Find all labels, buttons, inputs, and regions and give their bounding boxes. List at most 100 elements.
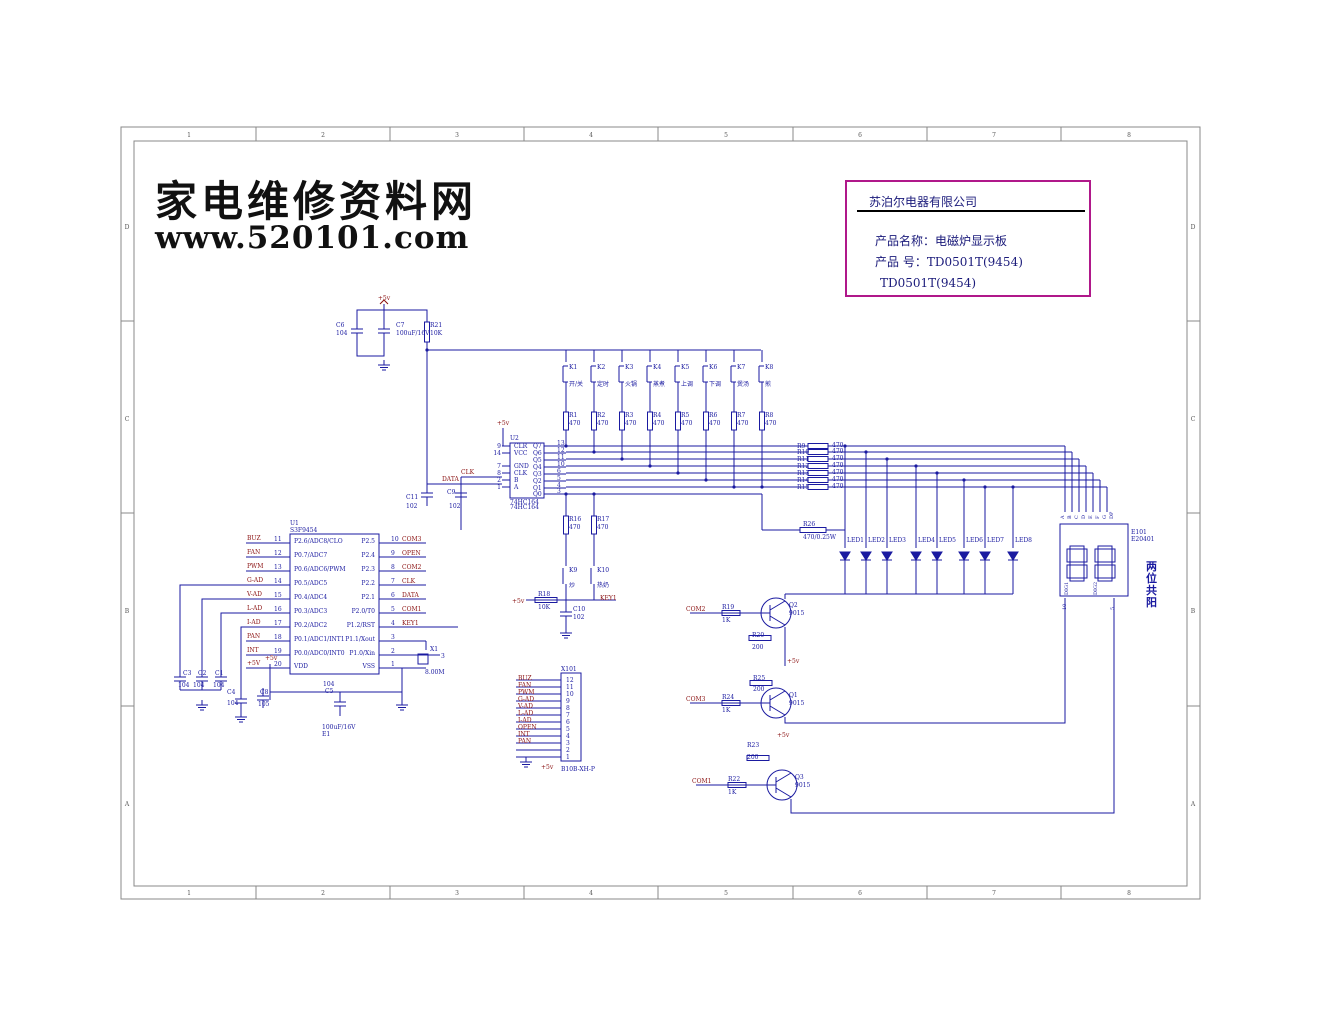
u2-pin-name: Q6: [533, 450, 542, 457]
junction-dot: [564, 492, 568, 496]
xtal-pin: 3: [441, 653, 445, 660]
u1-pin-name: P1.2/RST: [347, 622, 375, 629]
connector-pin-number: 4: [566, 733, 570, 740]
resistor-segment: [807, 477, 829, 483]
val-key-resistor: 470: [625, 420, 637, 427]
mcu-u1: [289, 533, 380, 675]
u2-pin-number: 6: [557, 468, 561, 475]
transistor-ref: Q3: [795, 774, 804, 781]
transistor-collector: [769, 615, 786, 626]
frame-row-label: A: [1190, 801, 1196, 808]
frame-column-label: 6: [858, 132, 862, 139]
val-c2: 104: [193, 682, 205, 689]
u1-net-label: COM1: [402, 606, 421, 613]
u1-pin-name: P0.0/ADC0/INT0: [294, 650, 345, 657]
resistor-segment: [807, 449, 829, 455]
transistor-type: 9015: [789, 700, 804, 707]
vcc-label: +5v: [378, 295, 391, 302]
resistor-key: [759, 411, 765, 431]
u1-pin-name: P2.2: [361, 580, 375, 587]
display-segment-pin: G: [1102, 515, 1108, 519]
display-segment: [1069, 561, 1085, 566]
crystal-x1: [417, 653, 429, 665]
frame-row-label: D: [125, 224, 130, 231]
resistor-key-lower: [591, 515, 597, 535]
val-c6: 104: [336, 330, 348, 337]
u1-pin-name: P0.1/ADC1/INT1: [294, 636, 345, 643]
frame-row-label: C: [125, 416, 130, 423]
val-r26: 470/0.25W: [803, 534, 837, 541]
supply-rail: [356, 309, 428, 324]
display-segment-pin: E: [1088, 515, 1094, 519]
frame-column-label: 1: [187, 132, 191, 139]
junction-dot: [962, 478, 966, 482]
val-c9: 102: [449, 503, 461, 510]
u1-pin-number: 17: [274, 620, 282, 627]
frame-column-label: 8: [1127, 890, 1131, 897]
u1-pin-number: 16: [274, 606, 282, 613]
u1-net-label: L-AD: [247, 605, 262, 612]
u2-pin-name: CLK: [514, 470, 528, 477]
u2-pin-name: B: [514, 477, 519, 484]
frame-column-label: 2: [321, 132, 325, 139]
key-label: 下调: [709, 380, 721, 388]
u1-pin-name: P2.6/ADC8/CLO: [294, 538, 343, 545]
u1-net-label: PWM: [247, 563, 263, 570]
company-name: 苏泊尔电器有限公司: [869, 195, 978, 209]
val-key-resistor: 470: [597, 420, 609, 427]
connector-net-label: G-AD: [518, 696, 534, 703]
ref-x101: X101: [561, 666, 577, 673]
u1-pin-name: P0.7/ADC7: [294, 552, 327, 559]
u2-pin-number: 12: [557, 447, 565, 454]
transistor-type: 9015: [795, 782, 810, 789]
display-segment-pin: DP: [1109, 511, 1115, 519]
ref-seg-resistor: R10: [797, 449, 809, 456]
resistor-r23: [746, 755, 770, 761]
u1-net-label: COM2: [402, 564, 422, 571]
part-u1: S3F9454: [290, 527, 318, 534]
display-segment: [1111, 564, 1116, 579]
resistor-r20: [748, 635, 772, 641]
frame-column-label: 3: [455, 132, 459, 139]
ref-base-resistor: R19: [722, 604, 734, 611]
ref-c9: C9: [447, 489, 456, 496]
connector-pin-number: 11: [566, 684, 574, 691]
transistor-ref: Q1: [789, 692, 798, 699]
part-x101: B10B-XH-P: [561, 766, 595, 773]
display-segment-pin: A: [1060, 515, 1066, 520]
transistor-com-net: COM1: [692, 778, 711, 785]
u1-net-label: FAN: [247, 549, 260, 556]
u1-pin-number: 20: [274, 661, 282, 668]
display-segment: [1094, 564, 1099, 579]
u2-pin-number: 11: [557, 454, 565, 461]
u1-pin-number: 9: [391, 550, 395, 557]
val-r23: 200: [747, 754, 759, 761]
led-symbol: [979, 551, 991, 561]
ref-r20: R20: [752, 632, 764, 639]
ref-key-resistor: R5: [681, 412, 690, 419]
ref-key-resistor: R6: [709, 412, 718, 419]
resistor-key: [619, 411, 625, 431]
part-e101: E20401: [1131, 536, 1154, 543]
key-label: 煲汤: [737, 380, 749, 388]
u1-pin-name: P1.1/Xout: [345, 636, 375, 643]
u1-net-label: INT: [247, 647, 259, 654]
connector-net-label: I-AD: [518, 717, 532, 724]
val-key-resistor: 470: [709, 420, 721, 427]
junction-dot: [648, 464, 652, 468]
u1-pin-name: P0.4/ADC4: [294, 594, 327, 601]
resistor-segment: [807, 456, 829, 462]
u2-pin-name: Q7: [533, 443, 542, 450]
u2-pin-name: Q1: [533, 485, 542, 492]
key-label: 蒸煮: [653, 380, 665, 388]
ref-key-resistor: R4: [653, 412, 662, 419]
val-c3: 104: [178, 682, 190, 689]
display-segment-pin: C: [1074, 515, 1080, 519]
ref-c11: C11: [406, 494, 418, 501]
val-key-resistor: 470: [681, 420, 693, 427]
frame-column-label: 5: [724, 890, 728, 897]
connector-pin-number: 6: [566, 719, 570, 726]
frame-column-label: 6: [858, 890, 862, 897]
u2-pin-number: 4: [557, 482, 561, 489]
ref-key-resistor: R2: [597, 412, 606, 419]
